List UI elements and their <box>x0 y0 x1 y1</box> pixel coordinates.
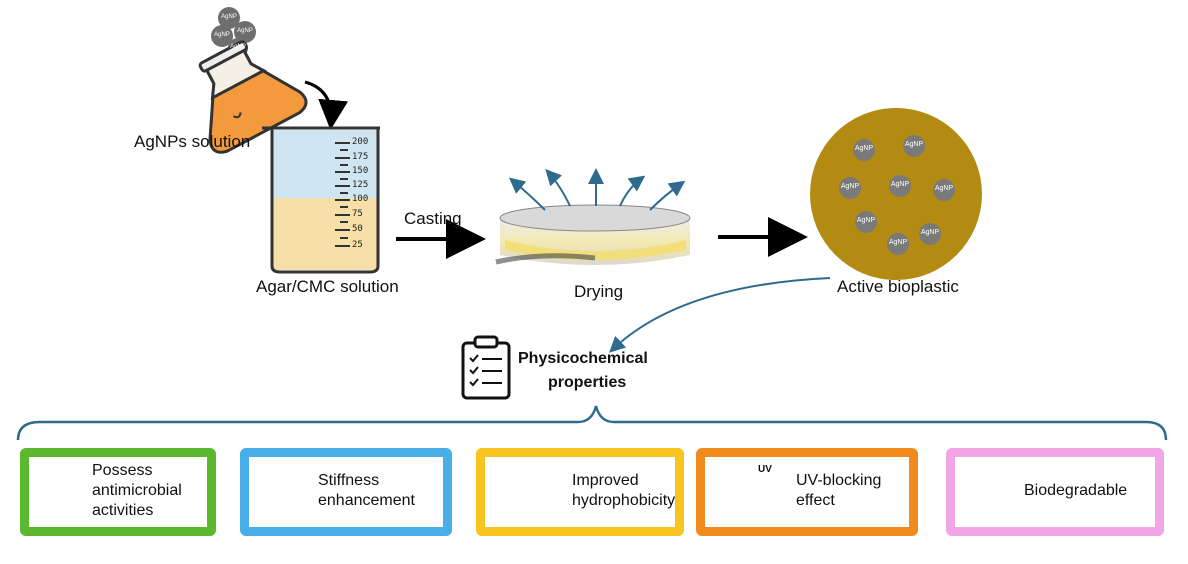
nanoparticle <box>919 223 941 245</box>
beaker-scale-label: 75 <box>352 209 363 219</box>
nanoparticle-label: AgNP <box>904 141 924 148</box>
property-box <box>696 448 918 536</box>
property-text: Stiffness <box>318 472 380 489</box>
property-box <box>240 448 452 536</box>
property-box <box>946 448 1164 536</box>
beaker-scale-label: 125 <box>352 180 369 190</box>
beaker-scale-label: 150 <box>352 166 369 176</box>
nanoparticle-label: AgNP <box>856 217 876 224</box>
cluster-nanoparticle-label: AgNP <box>237 28 253 34</box>
uv-icon-text: UV <box>758 464 772 475</box>
casting-label: Casting <box>404 209 462 228</box>
beaker-scale-label: 200 <box>352 137 369 147</box>
pour-arrow <box>304 80 349 130</box>
nanoparticle-label: AgNP <box>854 145 874 152</box>
active-bioplastic-label: Active bioplastic <box>837 277 959 296</box>
property-text: effect <box>796 492 835 509</box>
nanoparticle-label: AgNP <box>890 181 910 188</box>
nanoparticle <box>839 177 861 199</box>
nanoparticle-label: AgNP <box>888 239 908 246</box>
property-text: Possess <box>92 462 153 479</box>
flask-icon <box>198 40 308 154</box>
property-box <box>20 448 216 536</box>
cluster-nanoparticle-label: AgNP <box>214 32 230 38</box>
nanoparticle <box>853 139 875 161</box>
nanoparticle-label: AgNP <box>920 229 940 236</box>
agnp-solution-label: AgNPs solution <box>134 132 251 151</box>
drying-label: Drying <box>574 282 624 301</box>
nanoparticle <box>855 211 877 233</box>
properties-title-line2: properties <box>548 374 627 391</box>
beaker-scale-label: 175 <box>352 152 369 162</box>
cluster-nanoparticle-label: AgNP <box>230 44 246 50</box>
properties-title-line1: Physicochemical <box>518 350 648 367</box>
properties-brace <box>16 405 1168 441</box>
clipboard-icon <box>461 335 511 400</box>
nanoparticle <box>887 233 909 255</box>
nanoparticle <box>889 175 911 197</box>
property-text: Improved <box>572 472 639 489</box>
property-text: hydrophobicity <box>572 492 676 509</box>
property-text: UV-blocking <box>796 472 882 489</box>
nanoparticle-label: AgNP <box>934 185 954 192</box>
beaker-scale-label: 100 <box>352 194 369 204</box>
property-text: enhancement <box>318 492 415 509</box>
property-text: antimicrobial <box>92 482 182 499</box>
bioplastic-nanoparticles <box>839 135 955 255</box>
nanoparticle <box>903 135 925 157</box>
beaker-scale-label: 50 <box>352 224 363 234</box>
nanoparticle <box>933 179 955 201</box>
property-text: activities <box>92 502 154 519</box>
property-box <box>476 448 684 536</box>
beaker-scale-label: 25 <box>352 240 363 250</box>
cluster-nanoparticle-label: AgNP <box>221 14 237 20</box>
agar-cmc-label: Agar/CMC solution <box>256 277 399 296</box>
properties-arrow <box>609 277 831 353</box>
petri-dish-icon <box>495 204 691 265</box>
evaporation-arrows <box>508 168 686 211</box>
nanoparticle-label: AgNP <box>840 183 860 190</box>
property-text: Biodegradable <box>1024 482 1128 499</box>
beaker-icon <box>262 126 380 274</box>
